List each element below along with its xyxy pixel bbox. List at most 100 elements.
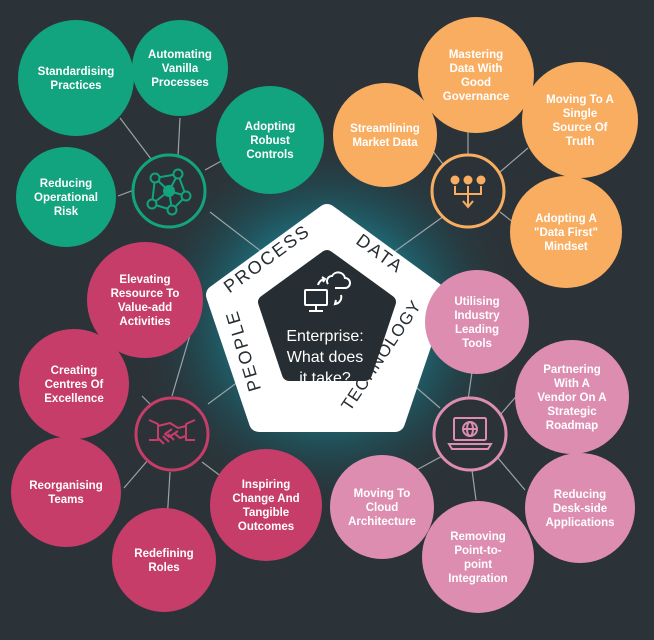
bubble-circle [11, 437, 121, 547]
bubble-label-line: Leading [455, 324, 499, 336]
bubble-label-line: Mastering [449, 49, 503, 61]
bubble-label-line: Adopting [245, 121, 295, 133]
process-hub [131, 153, 207, 229]
bubble-label-line: Moving To [354, 488, 411, 500]
bubble-label-line: Vendor On A [537, 392, 606, 404]
center-title-line-3: it take? [299, 370, 351, 387]
bubble-label-line: Vanilla [162, 63, 199, 75]
bubble-label-line: "Data First" [534, 227, 598, 239]
bubble-label-line: Integration [448, 573, 507, 585]
bubble-circle [210, 449, 322, 561]
laptop-globe-icon [447, 417, 493, 450]
bubble-circle [132, 20, 228, 116]
bubble-label-line: Elevating [119, 274, 170, 286]
bubble-circle [522, 62, 638, 178]
bubble-label-line: Source Of [553, 122, 608, 134]
bubble-circle [525, 453, 635, 563]
bubble-data-first-mindset: Adopting A "Data First" Mindset [510, 176, 622, 288]
bubble-label-line: Robust [250, 135, 290, 147]
bubble-label-line: Moving To A [546, 94, 614, 106]
bubble-label-line: Tangible [243, 507, 289, 519]
bubble-label-line: Adopting A [535, 213, 597, 225]
bubble-label-line: Inspiring [242, 479, 291, 491]
data-merge-icon [450, 175, 486, 209]
bubble-label-line: Roles [148, 562, 179, 574]
bubble-label-line: Practices [50, 80, 101, 92]
bubble-circle [330, 455, 434, 559]
bubble-circle [425, 270, 529, 374]
bubble-label-line: Mindset [544, 241, 588, 253]
bubble-label-line: point [464, 559, 492, 571]
technology-hub [432, 396, 508, 472]
bubble-label-line: Reorganising [29, 480, 102, 492]
bubble-label-line: Tools [462, 338, 492, 350]
bubble-label-line: Market Data [352, 137, 418, 149]
bubble-label-line: Point-to- [454, 545, 501, 557]
center-title-line-1: Enterprise: [286, 328, 363, 345]
bubble-circle [515, 340, 629, 454]
bubble-label-line: Centres Of [45, 379, 104, 391]
bubble-label-line: Operational [34, 192, 98, 204]
bubble-label-line: Architecture [348, 516, 416, 528]
center-title-line-2: What does [287, 349, 363, 366]
bubble-label-line: Activities [119, 316, 170, 328]
bubble-label-line: Creating [51, 365, 98, 377]
bubble-label-line: Change And [232, 493, 299, 505]
bubble-circle [19, 329, 129, 439]
bubble-label-line: Truth [566, 136, 595, 148]
bubble-label-line: Governance [443, 91, 509, 103]
bubble-label-line: Desk-side [553, 503, 607, 515]
bubble-label-line: Reducing [40, 178, 92, 190]
data-hub [430, 153, 506, 229]
bubble-label-line: Controls [246, 149, 293, 161]
center-hub: Enterprise: What does it take? PROCESS D… [206, 204, 448, 432]
bubble-circle [16, 147, 116, 247]
bubble-label-line: With A [554, 378, 590, 390]
bubble-label-line: Good [461, 77, 491, 89]
bubble-label-line: Removing [450, 531, 506, 543]
bubble-label-line: Reducing [554, 489, 606, 501]
bubble-label-line: Value-add [118, 302, 172, 314]
bubble-label-line: Outcomes [238, 521, 294, 533]
center-inner-pentagon [258, 250, 396, 381]
bubble-circle [216, 86, 324, 194]
bubble-label-line: Cloud [366, 502, 399, 514]
bubble-label-line: Strategic [547, 406, 597, 418]
bubble-label-line: Risk [54, 206, 79, 218]
bubble-label-line: Standardising [38, 66, 115, 78]
bubble-label-line: Applications [545, 517, 614, 529]
bubble-label-line: Resource To [111, 288, 180, 300]
bubble-label-line: Processes [151, 77, 209, 89]
bubble-layer: StandardisingPracticesAutomatingVanillaP… [11, 17, 638, 613]
bubble-label-line: Utilising [454, 296, 499, 308]
bubble-circle [18, 20, 134, 136]
computer-cloud-sync-icon [304, 271, 351, 312]
people-hub [134, 396, 210, 472]
bubble-label-line: Data With [450, 63, 503, 75]
handshake-icon [148, 419, 196, 445]
bubble-label-line: Partnering [543, 364, 601, 376]
bubble-circle [418, 17, 534, 133]
bubble-label-line: Roadmap [546, 420, 598, 432]
bubble-label-line: Single [563, 108, 598, 120]
bubble-label-line: Excellence [44, 393, 103, 405]
bubble-label-line: Industry [454, 310, 500, 322]
bubble-circle [333, 83, 437, 187]
bubble-label-line: Streamlining [350, 123, 420, 135]
bubble-label-line: Automating [148, 49, 212, 61]
